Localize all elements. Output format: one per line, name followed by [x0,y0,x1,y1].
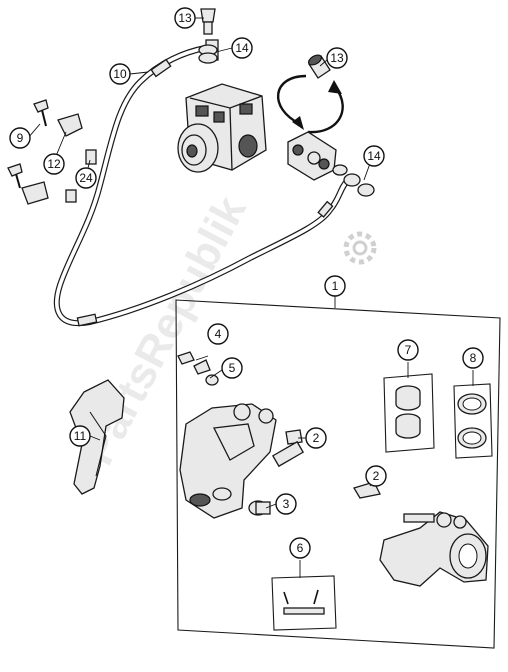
callout-label: 13 [330,51,344,65]
guide-pin [248,440,305,516]
callout-label: 11 [74,429,87,443]
callout-14-right: 14 [363,145,385,167]
callout-label: 7 [405,343,412,357]
callout-label: 6 [297,541,304,555]
callout-label: 13 [178,11,192,25]
sensor-screws [7,99,49,189]
callout-6: 6 [289,537,311,559]
callout-12: 12 [43,153,65,175]
callout-label: 2 [313,431,320,445]
callout-13-right: 13 [326,47,348,69]
pad-spring-upper [285,429,303,445]
callout-9: 9 [9,127,31,149]
callout-11: 11 [69,425,91,447]
callout-label: 4 [215,327,222,341]
washers-top [198,44,218,64]
abs-unit [177,39,267,173]
callout-label: 12 [47,157,61,171]
washers-right [332,164,375,197]
callout-24: 24 [75,167,97,189]
callout-label: 2 [373,469,380,483]
rotation-arrow-icon [276,74,344,134]
caliper-carrier [379,511,489,587]
bleeder-cap-right [308,54,331,79]
callout-label: 3 [283,497,290,511]
seal-kit-box [453,383,493,459]
callout-13-top: 13 [174,7,196,29]
callout-1: 1 [324,275,346,297]
callout-3: 3 [275,493,297,515]
callout-5: 5 [221,357,243,379]
callout-14-top: 14 [231,37,253,59]
callout-7: 7 [397,339,419,361]
callout-10: 10 [109,63,131,85]
gear-watermark-icon [343,231,377,265]
callout-2-lower: 2 [365,465,387,487]
callout-8: 8 [462,347,484,369]
callout-label: 1 [332,279,339,293]
callout-label: 10 [113,67,127,81]
callout-label: 9 [17,131,24,145]
pin-kit-box [271,575,337,631]
callout-label: 14 [235,41,249,55]
bleeder-screws-caliper [177,351,219,386]
brake-hose [53,45,351,327]
callout-4: 4 [207,323,229,345]
callout-label: 5 [229,361,236,375]
caliper-body [179,403,277,519]
bleeder-screw-top [200,8,216,35]
cable-clips [65,149,97,203]
caliper-assembly-panel [175,299,501,649]
callout-label: 24 [79,171,93,185]
callout-label: 8 [470,351,477,365]
piston-kit-box [383,373,435,453]
callout-label: 14 [367,149,381,163]
callout-2-upper: 2 [305,427,327,449]
sensor-brackets [21,113,83,205]
hose-union-block [287,131,337,181]
